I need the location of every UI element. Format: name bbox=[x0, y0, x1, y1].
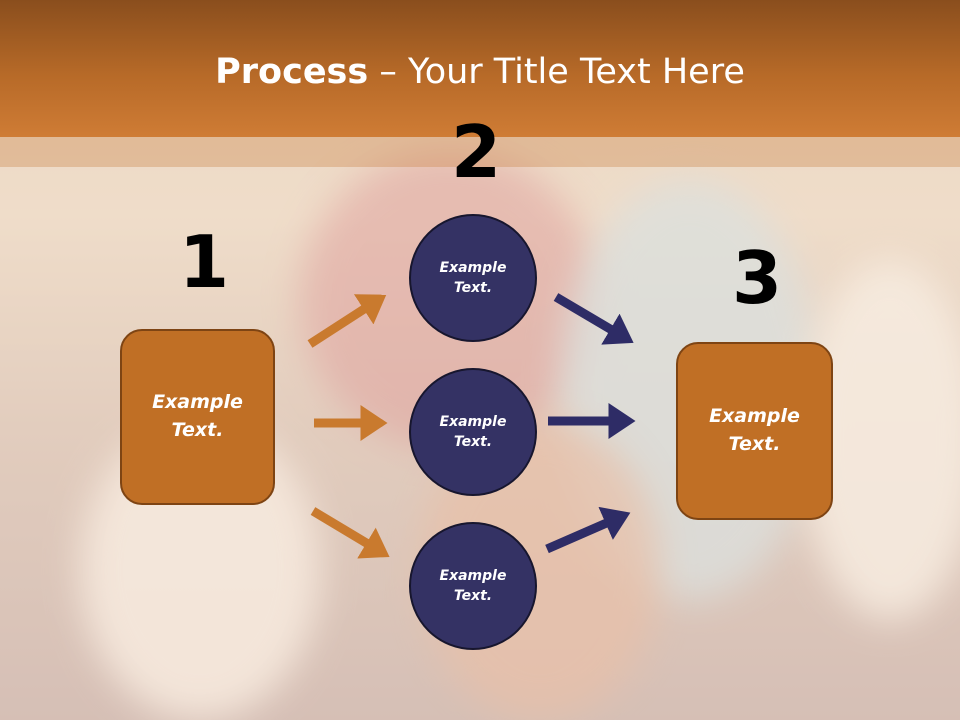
left-box: Example Text. bbox=[120, 329, 275, 505]
step-number-1: 1 bbox=[179, 220, 230, 304]
title-rest: – Your Title Text Here bbox=[368, 52, 745, 92]
arrow-right-icon bbox=[307, 294, 387, 348]
circle-bottom-text: Example Text. bbox=[439, 567, 507, 604]
circle-bottom: Example Text. bbox=[409, 522, 537, 650]
header-strip bbox=[0, 137, 960, 167]
step-number-3: 3 bbox=[732, 236, 783, 320]
circle-top: Example Text. bbox=[409, 214, 537, 342]
circle-middle: Example Text. bbox=[409, 368, 537, 496]
slide-title: Process – Your Title Text Here bbox=[0, 52, 960, 92]
arrow-right-icon bbox=[545, 506, 631, 554]
left-box-text: Example Text. bbox=[152, 391, 243, 441]
right-box-text: Example Text. bbox=[709, 405, 800, 455]
title-bold: Process bbox=[215, 52, 369, 92]
circle-top-text: Example Text. bbox=[439, 259, 507, 296]
header-bar bbox=[0, 0, 960, 137]
circle-middle-text: Example Text. bbox=[439, 413, 507, 450]
arrow-right-icon bbox=[310, 507, 390, 559]
arrow-right-icon bbox=[553, 293, 634, 345]
step-number-2: 2 bbox=[451, 110, 502, 194]
right-box: Example Text. bbox=[676, 342, 833, 520]
